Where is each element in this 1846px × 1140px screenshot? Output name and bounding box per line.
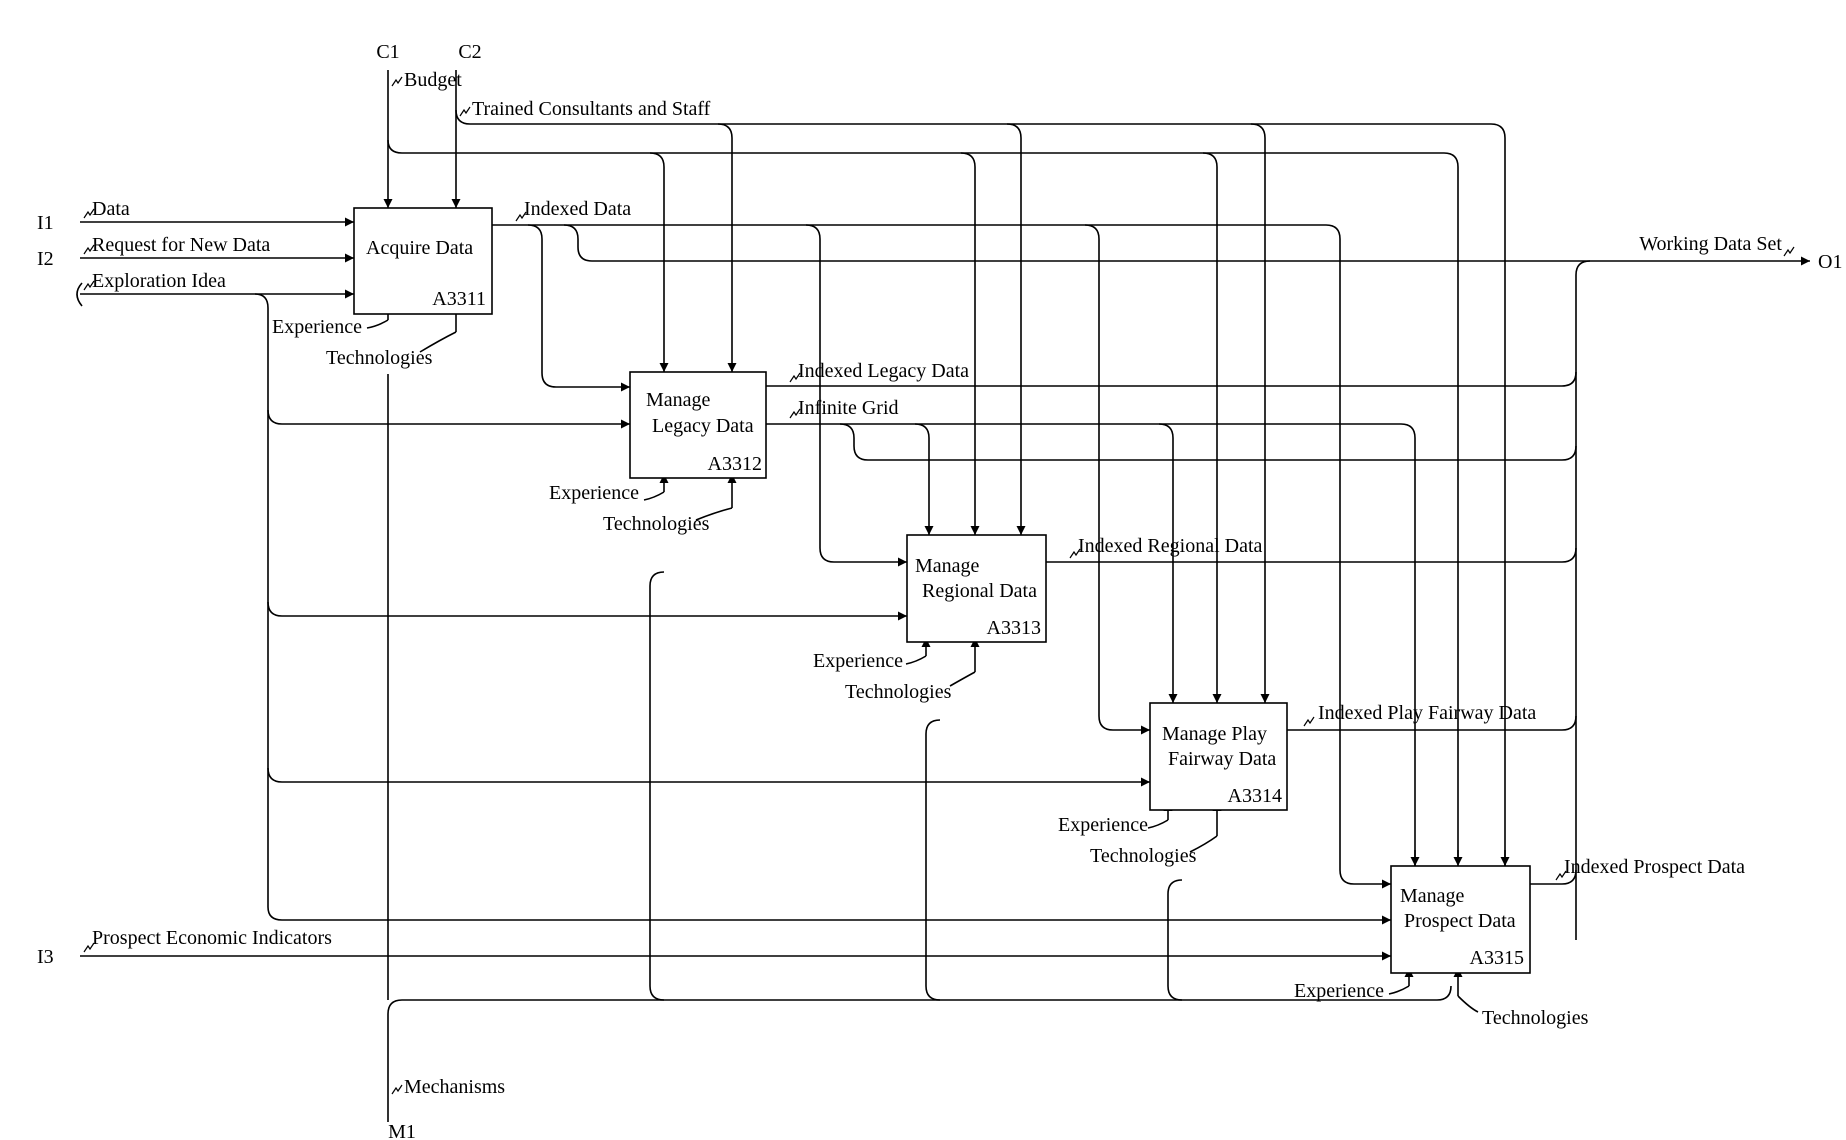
- label-indexed-regional-data: Indexed Regional Data: [1078, 535, 1262, 557]
- label-indexed-prospect-data: Indexed Prospect Data: [1564, 856, 1745, 878]
- arrow-indexed-legacy-data: [766, 371, 1577, 387]
- label-trained-consultants: Trained Consultants and Staff: [472, 98, 711, 120]
- label-request-for-new-data: Request for New Data: [92, 234, 270, 256]
- box-a3313-node: A3313: [987, 617, 1041, 639]
- arrow-mech-to-a3314: [1167, 879, 1183, 1001]
- label-technologies-a3315: Technologies: [1482, 1007, 1589, 1029]
- arrow-indexed-data-to-a3312: [492, 224, 630, 392]
- arrow-exploration-to-a3313: [267, 410, 907, 621]
- label-mechanisms: Mechanisms: [404, 1076, 505, 1098]
- arrow-labels: Data Request for New Data Exploration Id…: [92, 69, 1782, 1098]
- arrow-indexed-data-to-output: [563, 224, 1590, 262]
- boundary-c1: C1: [376, 41, 399, 63]
- boundary-i2: I2: [37, 248, 54, 270]
- label-working-data-set: Working Data Set: [1639, 233, 1782, 255]
- box-a3312[interactable]: Manage Legacy Data A3312: [629, 371, 767, 479]
- label-ticks: [83, 76, 1795, 1095]
- arrow-indexed-play-fairway-data: [1287, 715, 1577, 731]
- box-a3314-title-line2: Fairway Data: [1168, 748, 1276, 770]
- label-technologies-a3311: Technologies: [326, 347, 433, 369]
- box-a3315-title-line2: Prospect Data: [1404, 910, 1516, 932]
- box-a3314[interactable]: Manage Play Fairway Data A3314: [1149, 702, 1288, 811]
- arrow-budget-to-a3312: [649, 152, 669, 372]
- box-a3315[interactable]: Manage Prospect Data A3315: [1390, 865, 1531, 974]
- arrow-budget-distribution: [387, 139, 1459, 860]
- box-a3314-node: A3314: [1228, 785, 1282, 807]
- box-a3311[interactable]: Acquire Data A3311: [353, 207, 493, 315]
- mech-a3313: [905, 638, 980, 687]
- box-a3311-title: Acquire Data: [366, 237, 473, 259]
- arrow-indexed-prospect-data: [1530, 869, 1577, 885]
- arrow-trained-to-a3314: [1250, 123, 1270, 703]
- label-exploration-idea: Exploration Idea: [92, 270, 226, 292]
- boundary-tunnel-exploration: [76, 282, 83, 307]
- box-a3312-title-line1: Manage: [646, 389, 711, 411]
- boundary-o1: O1: [1818, 251, 1842, 273]
- boundary-m1: M1: [388, 1121, 416, 1140]
- arrow-exploration-to-a3315: [267, 768, 1391, 925]
- mech-a3315: [1388, 968, 1479, 1013]
- boundary-labels: I1 I2 I3 C1 C2 O1 M1: [37, 41, 1842, 1140]
- label-experience-a3313: Experience: [813, 650, 903, 672]
- label-experience-a3314: Experience: [1058, 814, 1148, 836]
- arrow-indexed-regional-data: [1046, 547, 1577, 563]
- label-infinite-grid: Infinite Grid: [798, 397, 899, 419]
- arrow-infinite-grid-to-a3314: [1158, 423, 1178, 703]
- arrow-infinite-grid-main: [766, 423, 1416, 866]
- label-experience-a3311: Experience: [272, 316, 362, 338]
- label-technologies-a3312: Technologies: [603, 513, 710, 535]
- box-a3311-node: A3311: [432, 288, 486, 310]
- arrow-budget-to-a3313: [960, 152, 980, 535]
- box-a3313[interactable]: Manage Regional Data A3313: [906, 534, 1047, 643]
- box-a3313-title-line1: Manage: [915, 555, 980, 577]
- box-a3315-title-line1: Manage: [1400, 885, 1465, 907]
- arrow-trained-distribution: [455, 109, 1506, 866]
- arrow-trained-to-a3313: [1006, 123, 1026, 535]
- label-budget: Budget: [404, 69, 462, 91]
- boundary-i3: I3: [37, 946, 54, 968]
- label-indexed-legacy-data: Indexed Legacy Data: [798, 360, 969, 382]
- label-prospect-economic-indicators: Prospect Economic Indicators: [92, 927, 332, 949]
- box-a3314-title-line1: Manage Play: [1162, 723, 1267, 745]
- boundary-i1: I1: [37, 212, 54, 234]
- arrow-mechanisms: [387, 985, 1452, 1122]
- label-technologies-a3314: Technologies: [1090, 845, 1197, 867]
- label-experience-a3312: Experience: [549, 482, 639, 504]
- box-a3312-title-line2: Legacy Data: [652, 415, 754, 437]
- arrow-mech-to-a3312: [649, 571, 665, 1001]
- box-a3315-node: A3315: [1470, 947, 1524, 969]
- label-indexed-data: Indexed Data: [524, 198, 631, 220]
- output-collector: [1575, 260, 1591, 940]
- label-data: Data: [92, 198, 130, 220]
- label-technologies-a3313: Technologies: [845, 681, 952, 703]
- arrow-indexed-data-to-a3315: [1085, 224, 1391, 889]
- arrow-budget-to-a3314: [1202, 152, 1222, 703]
- connectors: [76, 70, 1810, 1122]
- label-indexed-play-fairway-data: Indexed Play Fairway Data: [1318, 702, 1536, 724]
- box-a3313-title-line2: Regional Data: [922, 580, 1037, 602]
- label-experience-a3315: Experience: [1294, 980, 1384, 1002]
- arrow-infinite-grid-collector: [839, 423, 1577, 461]
- box-a3312-node: A3312: [708, 453, 762, 475]
- arrow-trained-to-a3312: [717, 123, 737, 372]
- arrow-mech-to-a3313: [925, 719, 941, 1001]
- arrow-infinite-grid-to-a3313: [914, 423, 934, 535]
- boundary-c2: C2: [458, 41, 481, 63]
